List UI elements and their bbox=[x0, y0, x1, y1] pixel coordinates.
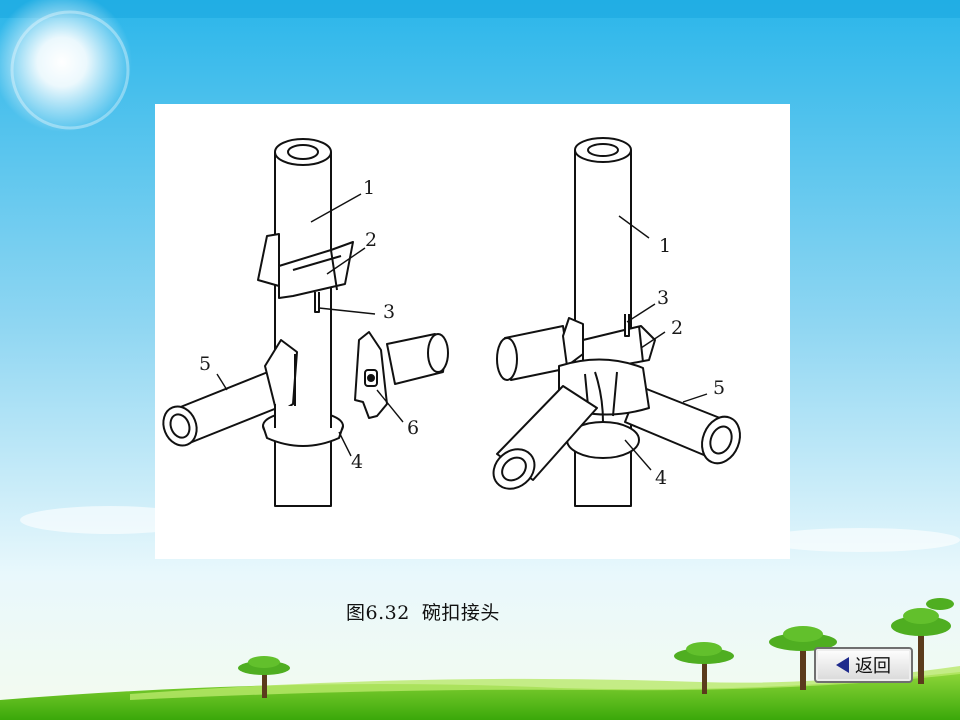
callout-right-3: 3 bbox=[657, 287, 669, 309]
callout-left-4: 4 bbox=[351, 451, 363, 473]
bowl-buckle-joint-diagram: 1 2 3 5 6 4 1 3 2 5 4 bbox=[162, 137, 741, 507]
callout-left-1: 1 bbox=[363, 177, 375, 199]
sun bbox=[0, 0, 132, 132]
callout-left-2: 2 bbox=[365, 229, 377, 251]
left-limit-pin bbox=[314, 292, 320, 313]
top-border bbox=[0, 0, 960, 18]
grass-hill-highlight bbox=[130, 666, 960, 700]
callout-left-3: 3 bbox=[383, 301, 395, 323]
tree-icon bbox=[238, 656, 290, 698]
caption-number: 图6.32 bbox=[346, 602, 410, 624]
back-button-label: 返回 bbox=[855, 656, 891, 677]
back-button[interactable]: 返回 bbox=[814, 647, 913, 683]
caption-title: 碗扣接头 bbox=[421, 602, 500, 624]
callout-right-2: 2 bbox=[671, 317, 683, 339]
left-triangle-icon bbox=[836, 657, 849, 673]
callout-right-4: 4 bbox=[655, 467, 667, 489]
left-vertical-pole bbox=[274, 152, 332, 507]
grass-hill bbox=[0, 672, 960, 720]
callout-right-1: 1 bbox=[659, 235, 671, 257]
callout-left-6: 6 bbox=[407, 417, 419, 439]
tree-icon bbox=[891, 598, 954, 684]
sun-ring bbox=[10, 10, 130, 130]
callout-right-5: 5 bbox=[713, 377, 725, 399]
figure-caption: 图6.32 碗扣接头 bbox=[346, 598, 500, 625]
right-assembly bbox=[492, 137, 741, 507]
figure-panel: 1 2 3 5 6 4 1 3 2 5 4 bbox=[155, 104, 790, 559]
tree-icon bbox=[769, 626, 837, 690]
left-upper-bowl bbox=[257, 233, 280, 287]
callout-left-5: 5 bbox=[199, 353, 211, 375]
cloud bbox=[760, 528, 960, 552]
tree-icon bbox=[674, 642, 734, 694]
left-assembly bbox=[162, 138, 449, 507]
